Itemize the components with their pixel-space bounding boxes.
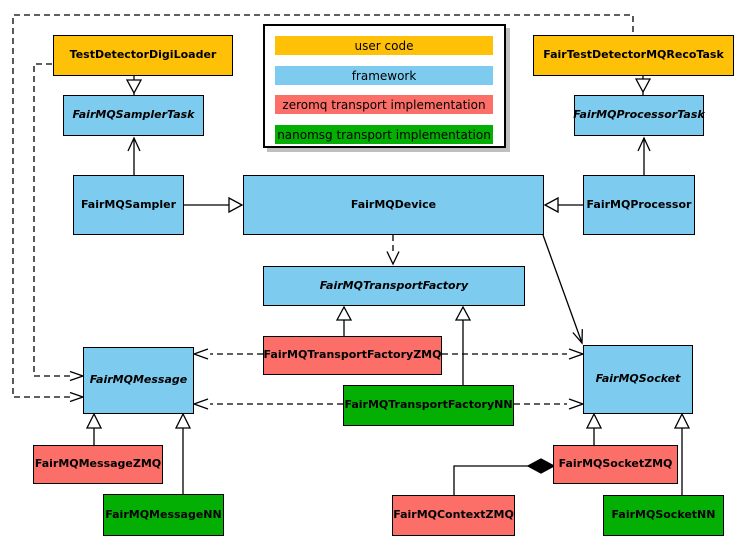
open-arrowhead-icon xyxy=(69,370,85,382)
legend-label: framework xyxy=(351,68,417,83)
legend-swatch-framework: framework xyxy=(275,66,493,85)
class-node-label: FairMQMessageZMQ xyxy=(34,457,162,471)
open-arrowhead-icon xyxy=(192,348,209,360)
legend: user code framework zeromq transport imp… xyxy=(263,24,506,148)
inheritance-triangle-icon xyxy=(543,196,559,214)
legend-label: nanomsg transport implementation xyxy=(277,127,491,142)
class-node-fairmq-context-zmq: FairMQContextZMQ xyxy=(392,495,515,536)
class-node-fairmq-message-nn: FairMQMessageNN xyxy=(103,494,224,536)
class-node-label: FairMQSocket xyxy=(595,372,681,386)
class-node-label: FairMQSocketNN xyxy=(611,508,716,522)
class-node-label: FairMQContextZMQ xyxy=(393,508,514,522)
edge-tfnn-transportfactory xyxy=(454,305,472,385)
class-node-label: FairMQProcessor xyxy=(586,197,692,211)
class-node-label: FairMQTransportFactoryNN xyxy=(344,398,513,412)
open-arrowhead-icon xyxy=(568,348,585,360)
class-node-label: FairMQMessageNN xyxy=(105,507,222,521)
class-node-fairmq-socket-nn: FairMQSocketNN xyxy=(603,495,724,536)
inheritance-triangle-icon xyxy=(85,412,103,429)
edge-processor-device xyxy=(543,196,583,214)
edge-processor-processortask xyxy=(637,136,651,175)
edge-tfnn-socket xyxy=(514,398,585,410)
class-node-label: FairMQTransportFactory xyxy=(319,278,469,292)
edge-sampler-device xyxy=(184,196,244,214)
inheritance-triangle-icon xyxy=(335,305,353,321)
open-arrowhead-icon xyxy=(568,398,585,410)
class-node-fairmq-processor-task: FairMQProcessorTask xyxy=(573,95,705,136)
class-node-fairmq-device: FairMQDevice xyxy=(243,175,544,235)
class-node-label: FairMQDevice xyxy=(350,197,437,211)
edge-digiloader-samplertask xyxy=(125,76,143,95)
class-node-fairmq-message-zmq: FairMQMessageZMQ xyxy=(33,445,163,484)
open-arrowhead-icon xyxy=(192,398,209,410)
class-node-fairmq-message: FairMQMessage xyxy=(83,347,194,414)
edge-contextzmq-socketzmq xyxy=(453,458,556,495)
inheritance-triangle-icon xyxy=(454,305,472,321)
open-arrowhead-icon xyxy=(572,329,583,345)
legend-swatch-zeromq: zeromq transport implementation xyxy=(275,95,493,114)
class-node-fairmq-transport-factory-nn: FairMQTransportFactoryNN xyxy=(343,385,514,426)
legend-label: zeromq transport implementation xyxy=(282,97,486,112)
class-node-label: TestDetectorDigiLoader xyxy=(69,48,217,62)
class-node-fairmq-transport-factory-zmq: FairMQTransportFactoryZMQ xyxy=(263,336,442,375)
edge-recotask-processortask xyxy=(634,76,652,95)
edge-messagezmq-message xyxy=(85,412,103,445)
class-node-label: FairMQSampler xyxy=(80,197,177,211)
open-arrowhead-icon xyxy=(386,251,400,266)
class-node-label: FairMQTransportFactoryZMQ xyxy=(263,348,442,362)
open-arrowhead-icon xyxy=(637,136,651,152)
inheritance-triangle-icon xyxy=(174,412,192,429)
class-node-fairmq-socket-zmq: FairMQSocketZMQ xyxy=(553,445,678,484)
open-arrowhead-icon xyxy=(127,136,141,152)
class-node-fairmq-sampler-task: FairMQSamplerTask xyxy=(63,95,204,136)
class-node-fairmq-processor: FairMQProcessor xyxy=(583,175,695,235)
edge-socketzmq-socket xyxy=(585,412,603,445)
class-node-label: FairMQProcessorTask xyxy=(573,108,705,122)
class-node-fair-test-detector-mq-reco-task: FairTestDetectorMQRecoTask xyxy=(533,35,734,76)
composition-diamond-icon xyxy=(526,458,556,474)
class-node-fairmq-transport-factory: FairMQTransportFactory xyxy=(263,266,525,306)
class-node-test-detector-digi-loader: TestDetectorDigiLoader xyxy=(53,35,233,76)
edge-messagenn-message xyxy=(174,412,192,494)
class-node-fairmq-sampler: FairMQSampler xyxy=(73,175,184,235)
inheritance-triangle-icon xyxy=(228,196,244,214)
open-arrowhead-icon xyxy=(69,391,85,403)
edge-tfzmq-message xyxy=(192,348,263,360)
edge-device-transportfactory xyxy=(386,235,400,266)
class-node-label: FairMQMessage xyxy=(89,373,188,387)
class-node-label: FairTestDetectorMQRecoTask xyxy=(543,48,724,62)
edge-tfzmq-transportfactory xyxy=(335,305,353,336)
edge-sampler-samplertask xyxy=(127,136,141,175)
edge-socketnn-socket xyxy=(673,412,691,495)
inheritance-triangle-icon xyxy=(585,412,603,429)
edge-tfnn-message xyxy=(192,398,343,410)
class-node-fairmq-socket: FairMQSocket xyxy=(583,345,693,414)
class-node-label: FairMQSamplerTask xyxy=(72,108,195,122)
inheritance-triangle-icon xyxy=(125,79,143,95)
legend-swatch-nanomsg: nanomsg transport implementation xyxy=(275,125,493,144)
legend-swatch-user-code: user code xyxy=(275,36,493,55)
class-node-label: FairMQSocketZMQ xyxy=(558,457,673,471)
inheritance-triangle-icon xyxy=(634,78,652,94)
edge-device-socket xyxy=(542,234,583,345)
legend-label: user code xyxy=(354,38,414,53)
inheritance-triangle-icon xyxy=(673,412,691,429)
